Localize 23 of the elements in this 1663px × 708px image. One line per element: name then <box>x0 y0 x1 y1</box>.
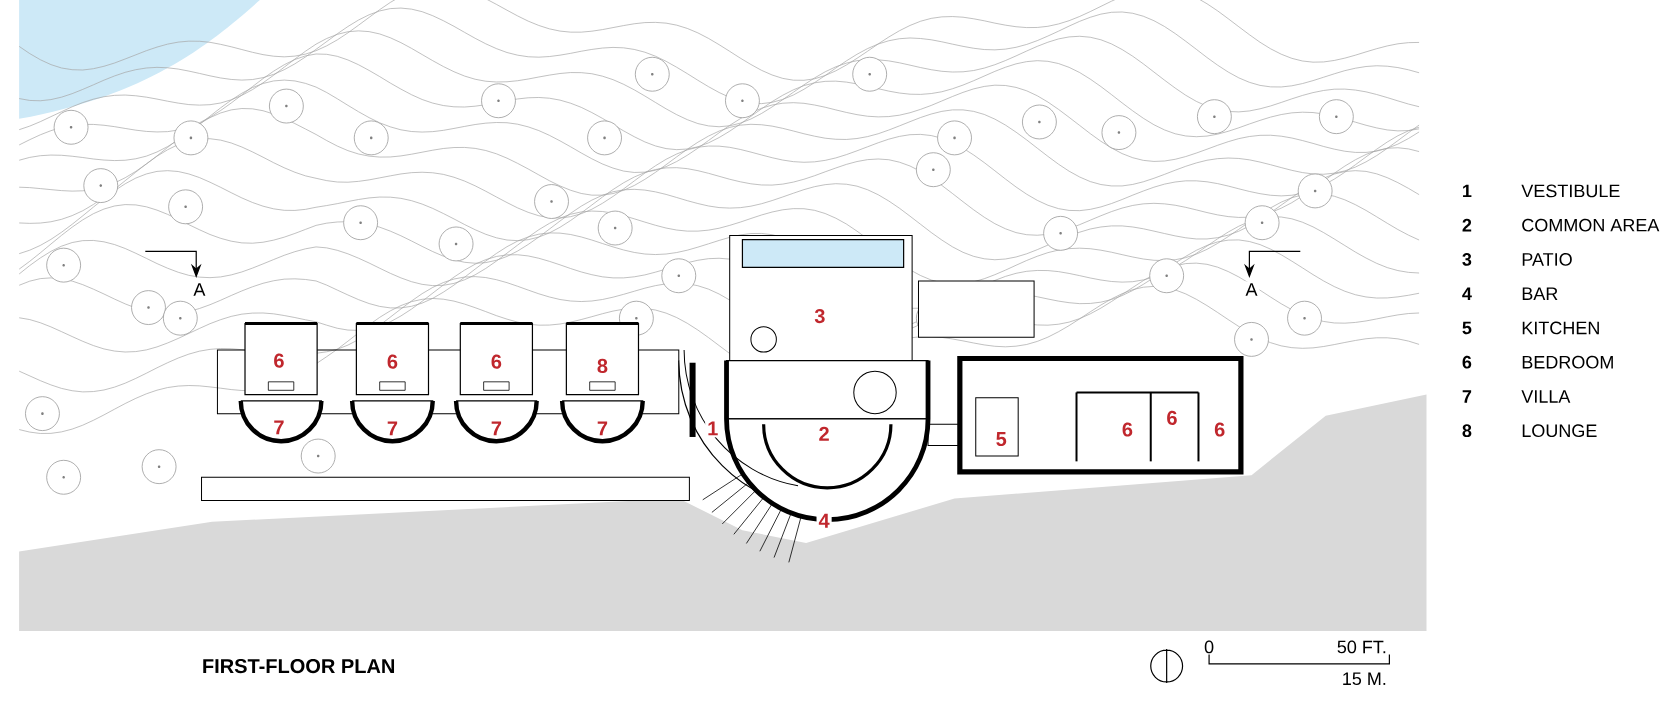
key-text: COMMON AREA <box>1522 218 1660 232</box>
key-text: VILLA <box>1521 390 1571 403</box>
key-text: BEDROOM <box>1522 355 1613 369</box>
scale-label: 0 <box>1204 640 1214 654</box>
key-number: 8 <box>1462 424 1472 437</box>
plan-title: FIRST-FLOOR PLAN <box>203 658 394 673</box>
key-number: 1 <box>1463 184 1472 197</box>
key-number: 2 <box>1462 218 1472 232</box>
section-label: A <box>1243 281 1260 298</box>
key-text: BAR <box>1522 287 1558 300</box>
key-number: 4 <box>1462 287 1472 300</box>
key-text: KITCHEN <box>1522 321 1599 335</box>
key-number: 6 <box>1462 355 1472 369</box>
callout-number: 6 <box>1212 420 1228 439</box>
key-number: 7 <box>1462 390 1472 403</box>
key-text: LOUNGE <box>1522 424 1597 437</box>
key-text: VESTIBULE <box>1521 184 1620 198</box>
scale-label: 50 FT. <box>1337 640 1386 654</box>
key-number: 3 <box>1462 252 1472 266</box>
section-label: A <box>191 281 208 298</box>
key-text: PATIO <box>1522 252 1572 266</box>
key-number: 5 <box>1462 321 1472 334</box>
scale-label: 15 M. <box>1343 672 1386 685</box>
